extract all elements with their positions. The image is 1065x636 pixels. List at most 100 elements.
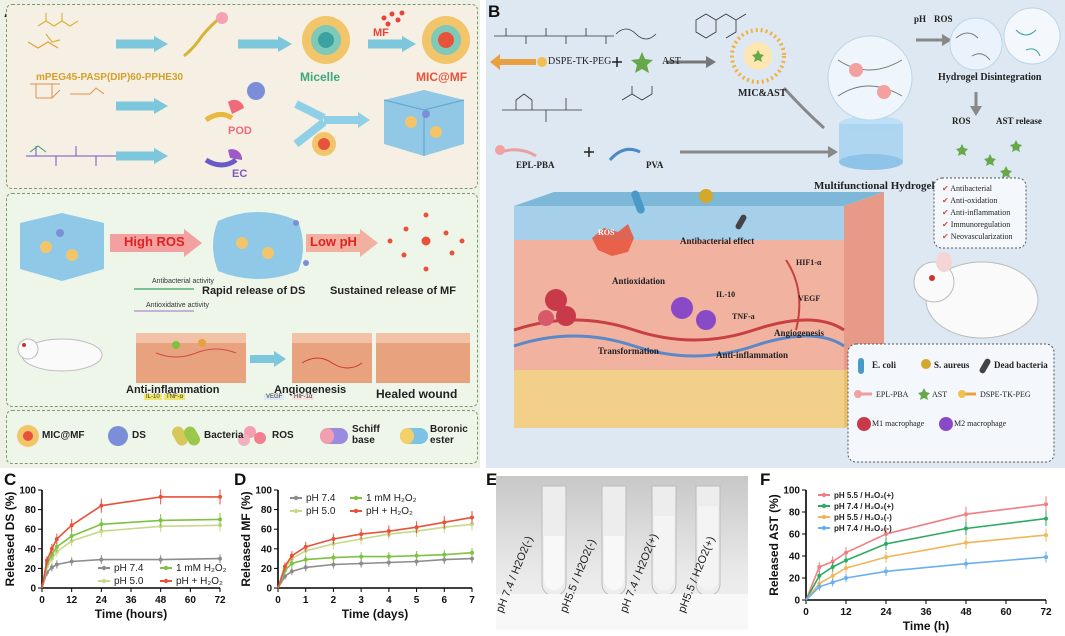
data-point (844, 576, 848, 580)
arrow-down-icon (970, 92, 982, 116)
data-point (442, 557, 447, 562)
data-point (99, 557, 104, 562)
pva-structure-icon (621, 86, 653, 101)
y-tick-label: 80 (261, 505, 273, 516)
legend-label: pH 7.4 / H₂O₂(+) (834, 502, 894, 511)
mic-mf-icon (312, 132, 336, 156)
rapid-release-label: Rapid release of DS (202, 285, 306, 297)
legend-mic-mf: MIC@MF (42, 430, 85, 441)
vial-icon (651, 485, 677, 597)
x-tick-label: 0 (39, 595, 45, 606)
x-tick-label: 36 (125, 595, 137, 606)
healed-tissue-icon (376, 333, 470, 383)
legend-marker (101, 565, 107, 571)
ds-legend-icon (108, 426, 128, 446)
data-point (158, 557, 163, 562)
data-point (49, 546, 54, 551)
panel-f-letter: F (760, 470, 771, 489)
data-point (359, 554, 364, 559)
data-point (218, 494, 222, 499)
legend-epl-pba: EPL-PBA (876, 390, 909, 399)
x-axis-label: Time (hours) (95, 607, 167, 621)
panel-a-top-art (26, 10, 470, 168)
arrow-merge-icon (293, 100, 370, 148)
legend-label: pH 7.4 (114, 563, 144, 574)
hydrogel-disintegration-icon (949, 17, 1003, 71)
micelle-icon (302, 16, 350, 64)
x-tick-label: 7 (469, 595, 475, 606)
legend-marker (353, 495, 359, 501)
legend-marker (821, 514, 827, 520)
data-point (470, 556, 474, 561)
ast-structure-icon (695, 13, 747, 39)
series-line (277, 516, 473, 589)
ros-legend-icon (238, 426, 266, 446)
boronic-ester-legend-icon (400, 428, 428, 444)
data-point (289, 553, 294, 558)
ros-tag-label: ROS (598, 228, 615, 237)
legend-ast: AST (932, 390, 948, 399)
x-tick-label: 0 (803, 607, 809, 618)
healed-wound-label: Healed wound (376, 387, 458, 401)
y-tick-label: 100 (255, 486, 272, 497)
data-point (69, 559, 74, 564)
antioxidation-label: Antioxidation (612, 276, 666, 286)
x-tick-label: 48 (960, 607, 972, 618)
tnfa-label: TNF-α (164, 394, 186, 400)
saureus-legend-icon (921, 359, 931, 369)
data-point (282, 564, 287, 569)
x-tick-label: 2 (331, 595, 337, 606)
legend-label: pH 5.5 / H₂O₂(-) (834, 513, 892, 522)
vegf-label: VEGF (264, 394, 285, 400)
x-axis-label: Time (days) (342, 607, 408, 621)
x-tick-label: 5 (414, 595, 420, 606)
plus-icon (612, 57, 622, 67)
ros-burst-icon (592, 224, 634, 256)
y-tick-label: 40 (25, 544, 37, 555)
arrow-right-icon (238, 36, 292, 52)
mouse-icon (913, 252, 1039, 339)
y-axis-label: Released DS (%) (3, 492, 17, 587)
pod-molecule-icon (30, 83, 105, 99)
ec-label: EC (232, 168, 248, 180)
hydrogel-swollen-icon (213, 212, 309, 279)
y-tick-label: 60 (789, 530, 801, 541)
antibacterial-effect-label: Antibacterial effect (680, 236, 755, 246)
arrow-right-icon (116, 36, 168, 52)
x-tick-label: 60 (1000, 607, 1012, 618)
hydrogel-network-icon (827, 35, 913, 121)
anti-inflammation-label: Anti-inflammation (126, 384, 220, 396)
arrow-right-icon (916, 34, 952, 46)
angiogenesis-b-label: Angiogenesis (774, 328, 825, 338)
data-point (49, 565, 54, 570)
data-point (1044, 502, 1048, 507)
data-point (331, 562, 336, 567)
ph-ros-label: pH (914, 14, 927, 24)
series-line (805, 556, 1047, 601)
x-tick-label: 60 (185, 595, 197, 606)
data-point (844, 558, 848, 563)
legend-boronic-ester: Boronic ester (430, 424, 468, 446)
mic-mf-label: MIC@MF (416, 70, 468, 84)
legend-marker (101, 578, 107, 584)
panel-a-mid-art (17, 212, 470, 383)
y-tick-label: 20 (261, 564, 273, 575)
ast-release-label: AST release (996, 116, 1042, 126)
angiogenesis-tissue-icon (292, 333, 372, 383)
ast-legend-icon (918, 388, 930, 400)
legend-dspe: DSPE-TK-PEG (980, 390, 1031, 399)
legend-m1: M1 macrophage (872, 419, 925, 428)
legend-label: pH 5.0 (114, 576, 144, 587)
legend-label: pH 5.5 / H₂O₂(+) (834, 491, 894, 500)
y-tick-label: 80 (25, 505, 37, 516)
polymer-label: mPEG45-PASP(DIP)60-PPHE30 (36, 72, 184, 83)
y-tick-label: 40 (261, 544, 273, 555)
sustained-release-label: Sustained release of MF (330, 285, 456, 297)
arrow-right-icon (680, 146, 838, 158)
data-point (303, 557, 308, 562)
vial-icon (695, 485, 721, 597)
legend-marker (293, 495, 299, 501)
wound-tissue-icon (136, 333, 246, 383)
epl-pba-icon (495, 145, 537, 158)
